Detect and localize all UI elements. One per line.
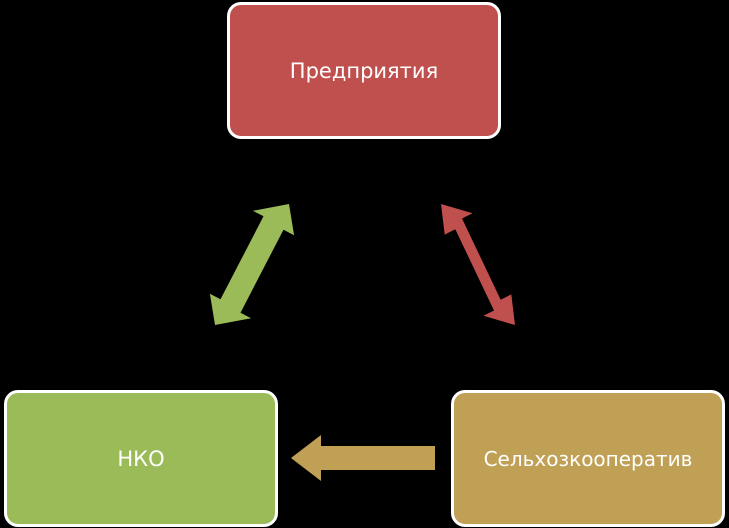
node-agri-cooperative: Сельхозкооператив: [451, 390, 725, 527]
node-nko: НКО: [4, 390, 278, 527]
edge-right-left-arrow: [291, 435, 435, 481]
node-enterprises: Предприятия: [227, 2, 501, 139]
node-agri-cooperative-label: Сельхозкооператив: [483, 446, 693, 471]
node-enterprises-label: Предприятия: [289, 58, 439, 83]
edge-top-right-double-arrow: [441, 204, 515, 325]
edge-top-left-double-arrow: [209, 204, 295, 325]
node-nko-label: НКО: [117, 446, 165, 471]
